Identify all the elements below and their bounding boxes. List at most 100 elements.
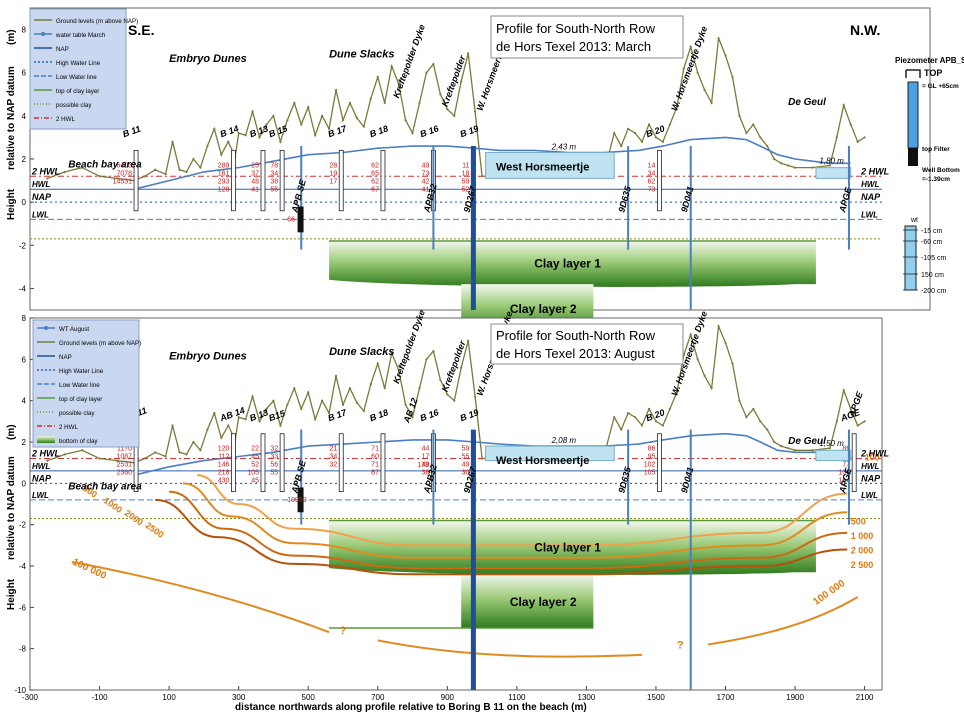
ground-point [411, 132, 414, 135]
left-ref-label: NAP [32, 473, 52, 483]
ground-point [710, 101, 713, 105]
ground-point [115, 459, 119, 462]
right-ref-label: 2 HWL [860, 449, 889, 459]
well-pipe [260, 433, 266, 493]
title-box [490, 323, 684, 365]
x-tick-label: 1300 [578, 693, 596, 702]
well-value-label: 67 [371, 187, 379, 194]
ground-point [411, 416, 414, 419]
left-ref-label: HWL [32, 462, 50, 471]
ground-point [453, 114, 456, 117]
legend-entry: NAP [59, 354, 72, 361]
ground-point [696, 71, 699, 74]
ground-point [220, 436, 223, 439]
ground-point [460, 366, 463, 369]
ground-point [773, 157, 776, 161]
ground-point [237, 132, 240, 135]
ground-point [627, 411, 630, 415]
chart-title-line-1: Profile for South-North Row [496, 328, 656, 343]
svg-text:Height: Height [6, 578, 17, 610]
x-tick-label: 700 [371, 693, 385, 702]
de-geul-label: De Geul [788, 436, 826, 447]
ground-point [376, 75, 379, 79]
ground-point [244, 418, 247, 421]
ground-point [759, 420, 762, 423]
svg-text:(m): (m) [6, 29, 17, 45]
ground-point [293, 101, 296, 105]
well-value-label: 33 [270, 453, 278, 460]
ground-point [668, 123, 671, 126]
ground-point [81, 449, 84, 452]
well-value-label: 14531 [113, 179, 133, 186]
ground-point [154, 168, 157, 171]
ground-point [154, 451, 157, 454]
ground-point [227, 140, 230, 143]
ground-point [703, 88, 706, 92]
chart-title-line-2: de Hors Texel 2013: March [496, 39, 651, 54]
ground-point [780, 445, 783, 448]
ground-point [640, 424, 644, 427]
contour-line [182, 482, 848, 559]
well-value-label: 105 [247, 469, 259, 476]
deep-contour-line [377, 639, 643, 658]
right-value-label: 100 [865, 453, 880, 463]
clay-layer-1-fill [329, 240, 816, 287]
well-value-label: 59 [462, 179, 470, 186]
corner-label-nw: N.W. [850, 22, 880, 38]
ground-point [863, 136, 866, 139]
ground-point [432, 349, 435, 353]
deep-contour-line [71, 560, 330, 634]
ground-point [348, 387, 352, 390]
wt-scale-tick-label: -105 cm [921, 255, 946, 262]
ground-point [279, 140, 282, 143]
well-value-label: 102 [644, 461, 656, 468]
well-value-label: 32 [270, 445, 278, 452]
right-ref-label: HWL [861, 462, 879, 471]
well-pipe [657, 149, 662, 212]
ground-point [675, 106, 678, 109]
left-ref-label: LWL [32, 210, 49, 219]
pipe-value: 10950 [287, 497, 307, 504]
pipe-filter [297, 206, 304, 233]
ground-point [258, 420, 261, 423]
legend-entry: 2 HWL [56, 116, 75, 123]
piezometer-title: Piezometer APB_SE [895, 56, 964, 65]
legend-entry: High Water Line [56, 60, 101, 67]
ground-point [474, 395, 477, 398]
ground-point [300, 123, 303, 126]
x-tick-label: 1900 [786, 693, 804, 702]
ground-point [633, 132, 637, 135]
ground-point [467, 339, 470, 342]
right-ref-label: NAP [861, 473, 881, 483]
well-value-label: 73 [648, 187, 656, 194]
ground-point [404, 403, 407, 406]
well-pipe [279, 433, 285, 493]
de-geul-label: De Geul [788, 97, 826, 108]
y-tick-label: -2 [19, 241, 27, 250]
well-pipe [260, 149, 266, 212]
ground-point [286, 403, 289, 406]
ground-point [682, 67, 685, 70]
y-axis-title: Height relative to NAP datum (m) [6, 424, 17, 610]
well-value-label: 2531 [116, 461, 132, 468]
ground-point [293, 387, 296, 390]
legend-swatch-marker [41, 32, 45, 36]
y-tick-label: 6 [22, 355, 27, 364]
ground-point [474, 110, 477, 113]
well-value-label: 55 [270, 469, 278, 476]
contour-label-right: 500 [851, 517, 866, 527]
piezometer-inset: Piezometer APB_SE TOP = GL +65cm top Fil… [895, 56, 964, 295]
y-tick-label: -6 [19, 603, 27, 612]
well-value-label: 14 [648, 163, 656, 170]
ground-point [213, 127, 216, 130]
well-value-label: 71 [371, 461, 379, 468]
contour-line [196, 474, 848, 547]
chart-title-line-2: de Hors Texel 2013: August [496, 346, 655, 361]
ground-point [81, 166, 84, 169]
clay-layer-1-label: Clay layer 1 [534, 540, 601, 554]
ground-point [828, 447, 831, 450]
legend-swatch-marker [44, 326, 48, 330]
ground-point [307, 106, 310, 109]
ground-point [334, 88, 338, 92]
